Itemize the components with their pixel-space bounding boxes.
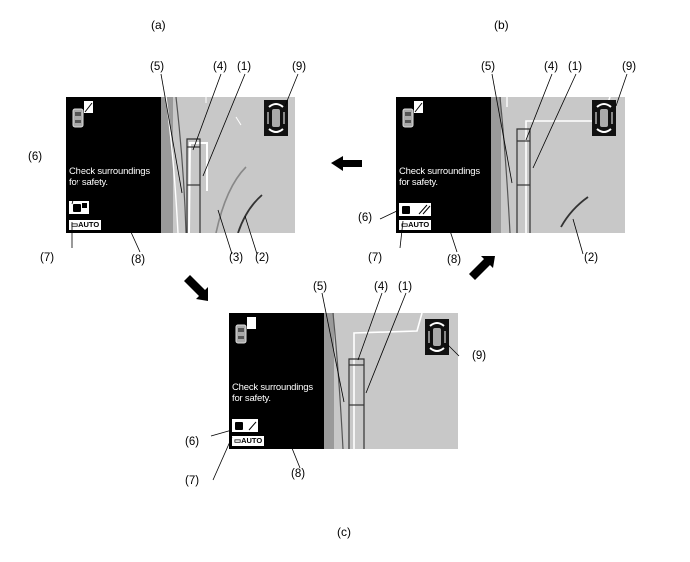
callout-a-3: (3)	[229, 252, 244, 264]
auto-view-indicator[interactable]: ▭AUTO	[232, 436, 265, 446]
safety-message-b: Check surroundings for safety.	[399, 166, 480, 188]
message-line2: for safety.	[69, 177, 108, 188]
message-line1: Check surroundings	[232, 382, 313, 393]
camera-switch-icon[interactable]	[69, 201, 95, 215]
view-icon: ▭	[71, 220, 79, 229]
sonar-display-c	[425, 319, 449, 355]
screen-c: Check surroundings for safety. ▭AUTO	[229, 313, 458, 449]
callout-c-4: (4)	[374, 281, 389, 293]
car-top-icon	[72, 101, 93, 128]
view-icon: ▭	[234, 436, 242, 445]
auto-label: AUTO	[408, 220, 430, 229]
callout-a-9: (9)	[292, 61, 307, 73]
arrow-a-to-c-icon	[184, 275, 208, 301]
callout-b-4: (4)	[544, 61, 559, 73]
callout-a-7: (7)	[40, 252, 55, 264]
callout-c-6: (6)	[185, 436, 200, 448]
view-icon: ▭	[401, 220, 409, 229]
callout-c-8: (8)	[291, 468, 306, 480]
callout-b-5: (5)	[481, 61, 496, 73]
message-line2: for safety.	[232, 393, 271, 404]
arrow-b-to-a-icon	[331, 156, 362, 171]
callout-a-8: (8)	[131, 254, 146, 266]
safety-message-c: Check surroundings for safety.	[232, 382, 313, 404]
panel-label-a: (a)	[151, 18, 166, 32]
callout-a-1: (1)	[237, 61, 252, 73]
message-line2: for safety.	[399, 177, 438, 188]
guide-lines-c	[324, 313, 423, 449]
message-line1: Check surroundings	[69, 166, 150, 177]
sonar-icon	[428, 322, 446, 352]
callout-b-6: (6)	[358, 212, 373, 224]
auto-label: AUTO	[241, 436, 263, 445]
callout-b-2: (2)	[584, 252, 599, 264]
auto-view-indicator[interactable]: ▭AUTO	[69, 220, 102, 230]
message-line1: Check surroundings	[399, 166, 480, 177]
sonar-icon	[267, 103, 285, 133]
camera-switch-icon[interactable]	[232, 419, 260, 433]
screen-a: Check surroundings for safety. ▭AUTO	[66, 97, 295, 233]
screen-b: Check surroundings for safety. ▭AUTO	[396, 97, 625, 233]
callout-b-8: (8)	[447, 254, 462, 266]
callout-a-5: (5)	[150, 61, 165, 73]
callout-c-7: (7)	[185, 475, 200, 487]
callout-a-4: (4)	[213, 61, 228, 73]
auto-label: AUTO	[78, 220, 100, 229]
sonar-display-a	[264, 100, 288, 136]
callout-c-1: (1)	[398, 281, 413, 293]
arrow-c-to-b-icon	[469, 256, 495, 280]
auto-view-indicator[interactable]: ▭AUTO	[399, 220, 432, 230]
callout-a-6: (6)	[28, 151, 43, 163]
sonar-icon	[595, 103, 613, 133]
callout-a-2: (2)	[255, 252, 270, 264]
panel-label-b: (b)	[494, 18, 509, 32]
panel-label-c: (c)	[337, 525, 351, 539]
camera-switch-icon[interactable]	[399, 203, 433, 217]
car-top-icon	[235, 317, 256, 344]
callout-b-7: (7)	[368, 252, 383, 264]
callout-c-9: (9)	[472, 350, 487, 362]
safety-message-a: Check surroundings for safety.	[69, 166, 150, 188]
callout-b-1: (1)	[568, 61, 583, 73]
callout-c-5: (5)	[313, 281, 328, 293]
sonar-display-b	[592, 100, 616, 136]
callout-b-9: (9)	[622, 61, 637, 73]
car-top-icon	[402, 101, 423, 128]
